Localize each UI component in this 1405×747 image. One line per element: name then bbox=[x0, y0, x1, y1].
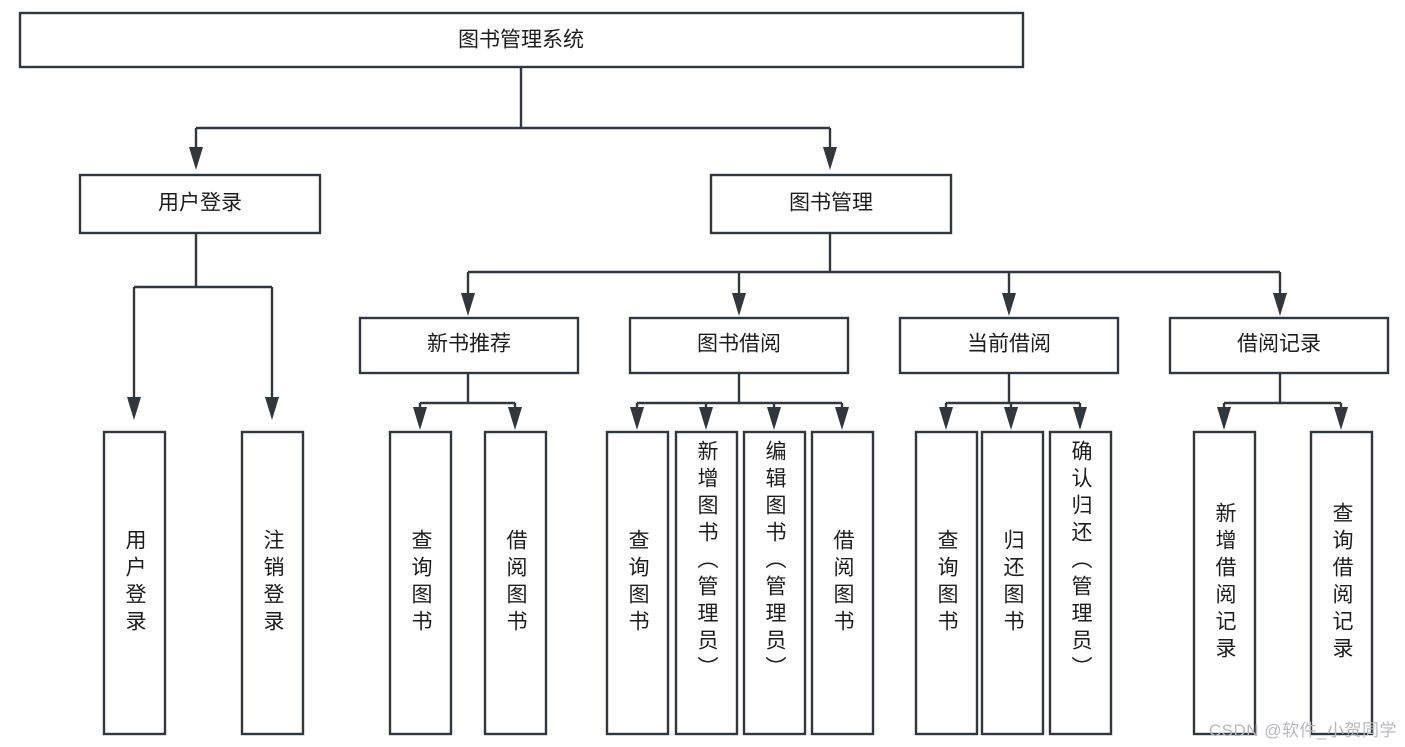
arrow-to-leaf-confirm-return bbox=[1073, 407, 1087, 430]
arrow-to-leaf-user-logout bbox=[265, 397, 279, 420]
node-leaf-borrow-book-1-rect[interactable] bbox=[483, 430, 548, 736]
node-root-label: 图书管理系统 bbox=[458, 29, 584, 52]
node-book-borrow[interactable]: 图书借阅 bbox=[628, 316, 850, 375]
node-leaf-add-record-rect[interactable] bbox=[1192, 430, 1257, 736]
arrow-to-book-manage bbox=[823, 147, 837, 170]
node-new-book-recommend[interactable]: 新书推荐 bbox=[358, 316, 580, 375]
node-new-book-recommend-rect[interactable] bbox=[358, 316, 580, 375]
arrow-to-leaf-borrow-book-2 bbox=[835, 407, 849, 430]
node-root[interactable]: 图书管理系统 bbox=[18, 11, 1025, 69]
node-leaf-add-book-rect[interactable] bbox=[674, 430, 739, 736]
arrow-to-leaf-borrow-book-1 bbox=[508, 407, 522, 430]
node-leaf-query-record-rect[interactable] bbox=[1309, 430, 1374, 736]
node-leaf-query-book-3-rect[interactable] bbox=[914, 430, 979, 736]
node-leaf-user-login-rect[interactable] bbox=[102, 430, 167, 736]
connector-group-user-login bbox=[127, 233, 279, 420]
arrow-to-leaf-add-book bbox=[699, 407, 713, 430]
arrow-to-leaf-user-login bbox=[127, 397, 141, 420]
arrow-to-leaf-add-record bbox=[1217, 407, 1231, 430]
node-borrow-record-label: 借阅记录 bbox=[1237, 333, 1321, 356]
arrow-to-user-login bbox=[189, 147, 203, 170]
node-book-manage-label: 图书管理 bbox=[789, 192, 873, 215]
arrow-to-leaf-edit-book bbox=[767, 407, 781, 430]
node-borrow-record[interactable]: 借阅记录 bbox=[1168, 316, 1390, 375]
node-user-login-rect[interactable] bbox=[78, 173, 322, 235]
node-current-borrow-rect[interactable] bbox=[898, 316, 1120, 375]
arrow-to-new-book-recommend bbox=[461, 293, 475, 316]
node-leaf-query-book-1-rect[interactable] bbox=[388, 430, 453, 736]
arrow-to-leaf-query-book-2 bbox=[630, 407, 644, 430]
node-root-rect[interactable] bbox=[18, 11, 1025, 69]
node-book-borrow-rect[interactable] bbox=[628, 316, 850, 375]
node-book-borrow-label: 图书借阅 bbox=[697, 333, 781, 356]
connector-group-book-manage bbox=[461, 233, 1287, 316]
node-current-borrow-label: 当前借阅 bbox=[967, 333, 1051, 356]
arrow-to-leaf-return-book bbox=[1004, 407, 1018, 430]
node-leaf-borrow-book-2-rect[interactable] bbox=[810, 430, 875, 736]
arrow-to-current-borrow bbox=[1002, 293, 1016, 316]
node-leaf-edit-book-rect[interactable] bbox=[742, 430, 807, 736]
node-leaf-return-book-rect[interactable] bbox=[980, 430, 1045, 736]
node-user-login-label: 用户登录 bbox=[158, 192, 242, 215]
node-leaf-query-book-2-rect[interactable] bbox=[605, 430, 670, 736]
connector-group-book-borrow bbox=[630, 373, 849, 430]
node-leaf-user-logout-rect[interactable] bbox=[240, 430, 305, 736]
arrow-to-leaf-query-record bbox=[1334, 407, 1348, 430]
arrow-to-leaf-query-book-3 bbox=[939, 407, 953, 430]
connector-group-root bbox=[189, 67, 837, 170]
node-new-book-recommend-label: 新书推荐 bbox=[427, 333, 511, 356]
connector-group-new-book-recommend bbox=[413, 373, 522, 430]
node-book-manage-rect[interactable] bbox=[709, 173, 953, 235]
arrow-to-borrow-record bbox=[1273, 293, 1287, 316]
csdn-watermark: CSDN @软件_小贺同学 bbox=[1208, 721, 1397, 740]
node-leaf-confirm-return-rect[interactable] bbox=[1048, 430, 1113, 736]
connector-group-current-borrow bbox=[939, 373, 1087, 430]
node-user-login[interactable]: 用户登录 bbox=[78, 173, 322, 235]
node-book-manage[interactable]: 图书管理 bbox=[709, 173, 953, 235]
arrow-to-leaf-query-book-1 bbox=[413, 407, 427, 430]
arrow-to-book-borrow bbox=[732, 293, 746, 316]
node-current-borrow[interactable]: 当前借阅 bbox=[898, 316, 1120, 375]
node-borrow-record-rect[interactable] bbox=[1168, 316, 1390, 375]
connector-group-borrow-record bbox=[1217, 373, 1348, 430]
